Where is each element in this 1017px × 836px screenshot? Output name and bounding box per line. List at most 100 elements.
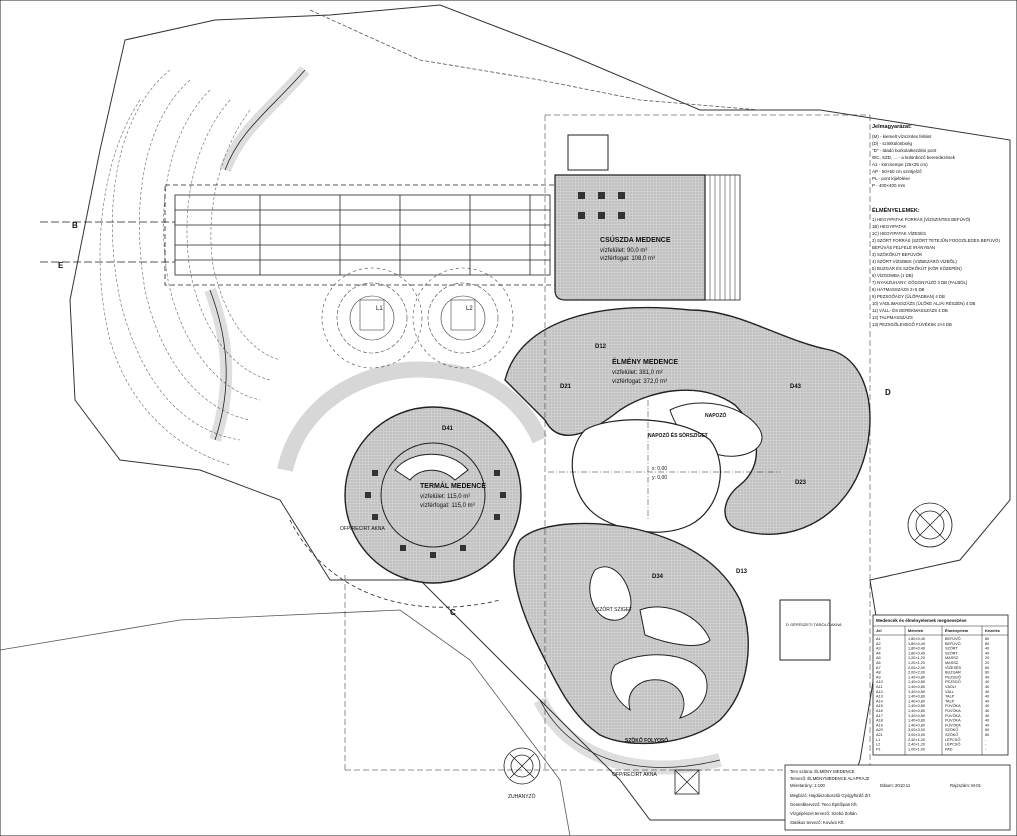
legend-line: A1 - körcsempe (25×25 cm) bbox=[872, 162, 928, 167]
walkway-lower bbox=[204, 287, 233, 442]
table-cell: 1,00×1,00 bbox=[908, 747, 925, 751]
adventure-pool bbox=[504, 306, 871, 535]
section-mark-c: C bbox=[450, 608, 456, 617]
legend-line: (D) - szintkülönbség bbox=[872, 141, 913, 146]
table-cell: 1,40×0,80 bbox=[908, 704, 925, 708]
table-cell: A13 bbox=[876, 695, 883, 699]
legend-title: Jelmagyarázat: bbox=[872, 124, 912, 130]
table-cell: LÉPCSŐ bbox=[945, 742, 960, 747]
inner-ring-island bbox=[610, 654, 708, 719]
table-cell: - bbox=[985, 738, 987, 742]
area-szoko: SZÖKŐ FOLYOSÓ bbox=[625, 736, 668, 744]
table-cell: SZÓRT bbox=[945, 646, 958, 651]
legend-item: BEFÚVÁS FELFELÉ IRÁNYBÁN bbox=[872, 245, 935, 250]
table-cell: 40 bbox=[985, 690, 989, 694]
legend-item: 4) SZÖRT VÍZSÍBEK (VÍZBEZÁRÓ VÍZBŐL) bbox=[872, 259, 957, 264]
table-cell: LÉPCSŐ bbox=[945, 737, 960, 742]
table-cell: 80 bbox=[985, 642, 989, 646]
legend-line: (M) - kiemelt vízszintes felület bbox=[872, 134, 932, 139]
table-header: Kezelés bbox=[985, 628, 1001, 633]
slide-structure bbox=[40, 184, 561, 286]
table-cell: - bbox=[985, 747, 987, 751]
legend-item: 6) VÍZGOMBA (1 DB) bbox=[872, 273, 914, 278]
thermal-pool-name: TERMÁL MEDENCE bbox=[420, 481, 486, 490]
lower-island bbox=[639, 606, 711, 646]
origin-x: x: 0,00 bbox=[652, 466, 667, 472]
table-cell: 60 bbox=[985, 666, 989, 670]
area-napozo-1: NAPOZÓ bbox=[705, 411, 727, 419]
table-cell: 40 bbox=[985, 695, 989, 699]
table-header: Méretek bbox=[908, 628, 924, 633]
table-cell: 3,00×3,00 bbox=[908, 733, 925, 737]
table-cell: 60 bbox=[985, 733, 989, 737]
legend: Jelmagyarázat: (M) - kiemelt vízszintes … bbox=[872, 124, 1000, 327]
table-cell: A2 bbox=[876, 642, 881, 646]
legend-item: 10) VÁDLIMASSZÁZS (ÜLŐKE ALJÁI RÉSZÉN) 4… bbox=[872, 301, 976, 306]
legend-subtitle: ÉLMÉNYELEMEK: bbox=[872, 206, 920, 214]
table-cell: 20 bbox=[985, 661, 989, 665]
origin-y: y: 0,00 bbox=[652, 475, 667, 481]
table-cell: BUZGÁR bbox=[945, 671, 961, 675]
table-cell: 1,20×1,20 bbox=[908, 656, 925, 660]
thermal-island bbox=[394, 453, 469, 481]
title-block-line: Generáltervező: Teco Építőipari Kft. bbox=[790, 802, 858, 807]
slide-pool-volume: vízférfogat: 108,0 m³ bbox=[600, 256, 655, 262]
legend-item: 9) PEZSGŐÁGY (ÜLŐPADBAN) 4 DB bbox=[872, 294, 945, 299]
table-cell: A6 bbox=[876, 661, 881, 665]
szort-island bbox=[589, 566, 632, 621]
slide-pool-name: CSÚSZDA MEDENCE bbox=[600, 235, 671, 244]
legend-item: 2) SZÓRT FORRÁS (SZÓRT TETEJŰN FOGGÓLEGE… bbox=[872, 238, 1000, 243]
table-cell: 1,80×0,40 bbox=[908, 642, 925, 646]
table-cell: - bbox=[985, 743, 987, 747]
table-cell: A5 bbox=[876, 656, 881, 660]
table-cell: 40 bbox=[985, 685, 989, 689]
zone-d21: D21 bbox=[560, 384, 572, 390]
slide-pool-surface: vízfelület: 90,0 m² bbox=[600, 248, 647, 254]
title-block-line: Rajzszám: M-01 bbox=[950, 783, 982, 788]
title-block-line: Vízgépészet tervező: Szebó Zoltán bbox=[790, 811, 857, 816]
table-cell: PEZSGŐ bbox=[945, 679, 961, 684]
table-cell: 1,80×0,40 bbox=[908, 637, 925, 641]
table-cell: PAD bbox=[945, 747, 953, 751]
shaft-east bbox=[907, 502, 953, 548]
thermal-pool bbox=[344, 406, 522, 584]
table-cell: A16 bbox=[876, 709, 883, 713]
legend-item: 1B) HEGYIPATAK bbox=[872, 224, 907, 229]
section-mark-d: D bbox=[885, 388, 891, 397]
table-cell: A14 bbox=[876, 699, 883, 703]
section-mark-b: B bbox=[72, 221, 78, 230]
area-napozo-2: NAPOZÓ ÉS SÖRSZIGET bbox=[648, 431, 708, 439]
label-zuhanyzo-1: ZUHANYZÓ bbox=[508, 793, 536, 800]
table-cell: 1,40×0,80 bbox=[908, 685, 925, 689]
table-header: Élményelem bbox=[945, 628, 969, 633]
table-cell: 40 bbox=[985, 704, 989, 708]
label-ofp-akna-south: OFP/RECIRT AKNA bbox=[612, 772, 657, 778]
walkway-upper bbox=[219, 66, 310, 173]
table-cell: A7 bbox=[876, 666, 881, 670]
legend-line: P - 400×400 mm bbox=[872, 183, 906, 188]
table-cell: 1,40×0,80 bbox=[908, 680, 925, 684]
shaft-south bbox=[503, 747, 541, 785]
zone-d43: D43 bbox=[790, 384, 802, 390]
table-cell: 1,80×0,40 bbox=[908, 651, 925, 655]
adventure-pool-volume: vízférfogat: 372,0 m³ bbox=[612, 379, 667, 385]
thermal-inner-ring bbox=[380, 442, 486, 548]
area-szort-sziget: SZÓRT SZIGET bbox=[596, 606, 632, 613]
slide-pool bbox=[554, 174, 706, 301]
legend-line: "D" - átadó burkolatkezdési pont bbox=[872, 148, 937, 153]
table-cell: 40 bbox=[985, 647, 989, 651]
table-cell: SZÖKŐ bbox=[945, 727, 958, 732]
table-cell: FÚVÓKA bbox=[945, 703, 961, 708]
table-cell: 2,40×1,20 bbox=[908, 743, 925, 747]
title-block-line: Méretarány: 1:100 bbox=[790, 783, 825, 788]
zone-d12: D12 bbox=[595, 344, 607, 350]
table-cell: 2,00×2,00 bbox=[908, 666, 925, 670]
table-cell: 1,40×0,80 bbox=[908, 714, 925, 718]
title-block-line: Statikus tervező: Kovács Kft. bbox=[790, 820, 845, 825]
table-cell: 1,40×0,80 bbox=[908, 695, 925, 699]
legend-item: 1) HEGYIPATAK FORRÁS (VÍZSZINTES BEFÚVÓ) bbox=[872, 217, 971, 222]
table-cell: L1 bbox=[876, 738, 880, 742]
legend-item: 5) BUZGÁR ÉS SZÖKŐKÚT (KÖR KÖZEPÉN) bbox=[872, 266, 962, 271]
table-cell: 40 bbox=[985, 651, 989, 655]
table-cell: 60 bbox=[985, 671, 989, 675]
